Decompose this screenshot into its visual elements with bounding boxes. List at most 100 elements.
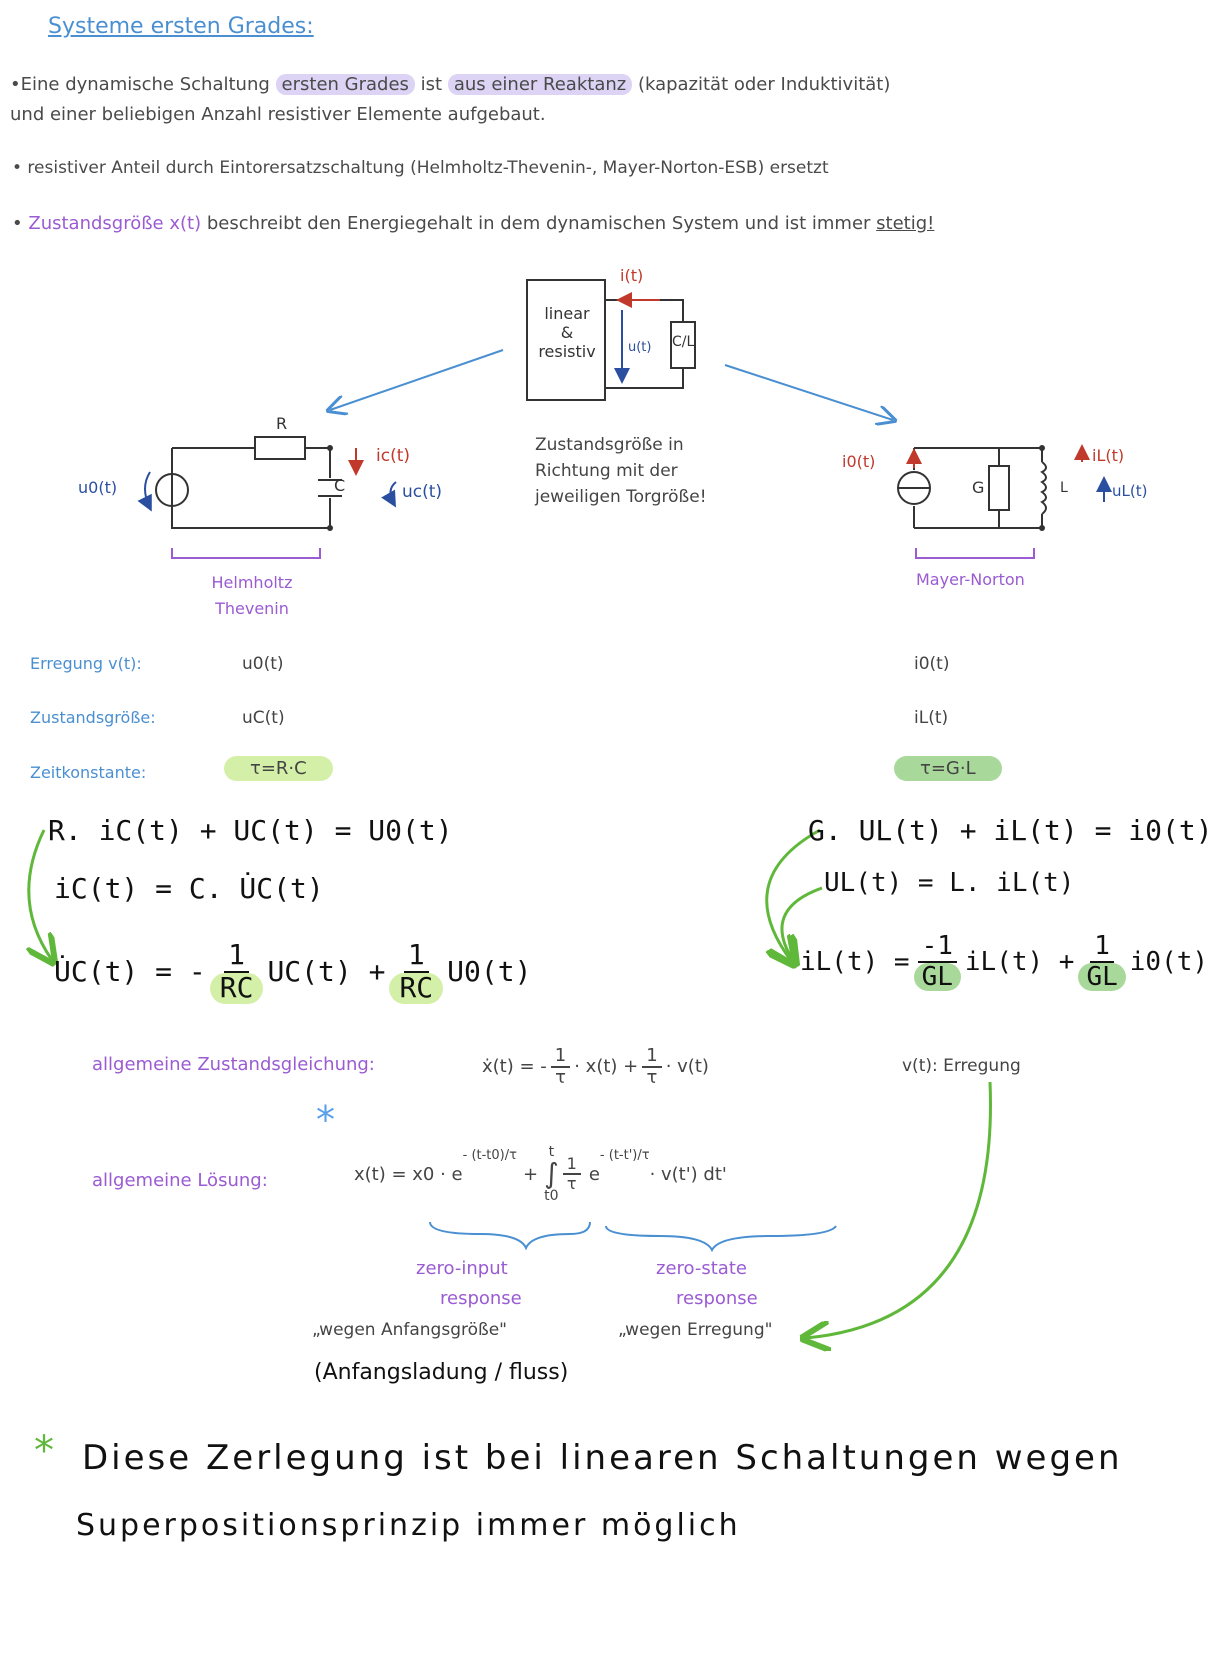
bullet-1-line-1: •Eine dynamische Schaltung ersten Grades… [10,74,890,95]
solution-e: e [588,1163,600,1185]
right-eq-3-num-2: 1 [1090,932,1114,963]
terminal-dot-top-right [1039,445,1045,451]
thevenin-circuit [137,436,397,559]
left-eq-3-mid: UC(t) + [267,955,386,989]
reactance-element [670,321,696,369]
norton-circuit [897,444,1112,559]
left-eq-3-den-2: RC [389,972,444,1004]
zero-state-label-1: zero-state [656,1258,747,1279]
left-eq-3-den-1: RC [209,972,264,1004]
left-eq-1: R. iC(t) + UC(t) = U0(t) [48,814,453,847]
general-eq-pre: ẋ(t) = - [482,1056,547,1078]
zero-state-brace [605,1225,837,1253]
resistor-label: R [276,414,288,433]
bullet-1-line-2: und einer beliebigen Anzahl resistiver E… [10,104,546,125]
center-box-line-1: linear [544,304,590,323]
general-eq-den-2: τ [646,1066,658,1088]
solution-pre: x(t) = x0 · e [354,1163,463,1185]
terminal-dot-bottom-right [1039,525,1045,531]
bullet-1-highlight-1: ersten Grades [275,74,415,95]
general-eq-num-1: 1 [550,1046,571,1068]
footer-star-icon: * [34,1428,54,1474]
general-solution: x(t) = x0 · e - (t-t0)/τ + t ∫ t0 1 τ e … [354,1144,727,1204]
resistor-R [254,436,306,460]
center-current-label: i(t) [620,266,644,285]
solution-integral: t ∫ t0 [544,1144,559,1204]
uc-arrow [381,481,397,508]
zero-input-note: „wegen Anfangsgröße" [312,1320,507,1340]
row-state-label: Zustandsgröße: [30,708,156,727]
general-eq-den-1: τ [555,1066,566,1088]
arrow-to-thevenin [330,349,504,410]
right-eq-3-post: i0(t) [1129,946,1209,977]
row-excitation-left: u0(t) [242,654,284,674]
right-eq-3-den-2: GL [1078,962,1126,992]
thevenin-label: Helmholtz Thevenin [192,570,312,622]
page-title: Systeme ersten Grades: [48,14,314,39]
zero-input-label-2: response [440,1288,522,1309]
right-eq-3-frac-2: 1 GL [1078,932,1126,992]
left-eq-2: iC(t) = C. U̇C(t) [54,872,324,905]
left-eq-3-frac-2: 1 RC [389,939,444,1004]
bullet-3: • Zustandsgröße x(t) beschreibt den Ener… [12,213,934,234]
center-element-label: C/L [672,334,695,350]
center-note-1: Zustandsgröße in [535,435,684,455]
source-current-label: i0(t) [842,452,876,471]
terminal-dot-bottom [327,525,333,531]
right-eq-2: UL(t) = L. iL(t) [824,868,1075,898]
thevenin-label-2: Thevenin [215,599,289,618]
right-derivation-arrow-2 [782,886,823,962]
zero-state-label-2: response [676,1288,758,1309]
conductance-label: G [972,478,985,497]
integral-sign: ∫ [544,1157,559,1190]
conductance-G [988,465,1010,511]
zero-input-brace [429,1221,591,1251]
bullet-3-rest: beschreibt den Energiegehalt in dem dyna… [206,213,871,234]
derivation-arrows [0,828,992,1660]
right-eq-3-num-1: -1 [917,932,957,963]
excitation-note: v(t): Erregung [902,1056,1021,1076]
u0-arrow [137,471,152,512]
arrow-to-norton [724,364,893,420]
solution-plus: + [522,1163,539,1185]
right-eq-3-frac-1: -1 GL [913,932,961,992]
solution-braces [429,1221,837,1253]
solution-frac: 1 τ [562,1155,581,1192]
general-eq-num-2: 1 [642,1046,662,1068]
terminal-dot-top [327,445,333,451]
capacitor-voltage-label: uc(t) [402,482,443,502]
solution-post: · v(t') dt' [649,1163,727,1185]
inductor-voltage-label: uL(t) [1112,482,1148,500]
center-box-line-3: resistiv [538,342,596,361]
row-state-right: iL(t) [914,708,949,728]
thevenin-label-1: Helmholtz [211,573,293,592]
bullet-3-state-variable: Zustandsgröße x(t) [28,213,202,234]
left-eq-3-num-1: 1 [224,939,249,973]
left-eq-3: U̇C(t) = - 1 RC UC(t) + 1 RC U0(t) [54,939,532,1004]
center-note-2: Richtung mit der [535,461,678,481]
star-icon: * [316,1098,335,1142]
bullet-1-highlight-2: aus einer Reaktanz [447,74,633,95]
general-eq-frac-1: 1 τ [550,1046,571,1088]
left-eq-3-post: U0(t) [447,955,532,989]
solution-integral-lower: t0 [544,1188,559,1204]
bullet-1-post: (kapazität oder Induktivität) [637,74,891,95]
norton-label: Mayer-Norton [916,570,1025,589]
thevenin-bracket [171,548,321,559]
row-excitation-right: i0(t) [914,654,950,674]
solution-exponent-1: - (t-t0)/τ [462,1148,517,1163]
center-note-3: jeweiligen Torgröße! [535,487,707,507]
linear-resistive-box [526,279,606,401]
zero-input-label-1: zero-input [416,1258,508,1279]
left-eq-3-pre: U̇C(t) = - [54,955,206,989]
time-constant-left: τ=R·C [224,756,333,781]
right-eq-3-mid: iL(t) + [964,946,1075,977]
inductor-L [1040,461,1047,515]
general-eq-label: allgemeine Zustandsgleichung: [92,1054,375,1075]
bullet-3-stetig: stetig! [876,213,935,234]
footer-line-1: Diese Zerlegung ist bei linearen Schaltu… [82,1438,1123,1478]
footer-line-2: Superpositionsprinzip immer möglich [76,1508,741,1543]
general-solution-label: allgemeine Lösung: [92,1170,268,1191]
center-voltage-label: u(t) [628,340,652,355]
general-eq-frac-2: 1 τ [642,1046,662,1088]
